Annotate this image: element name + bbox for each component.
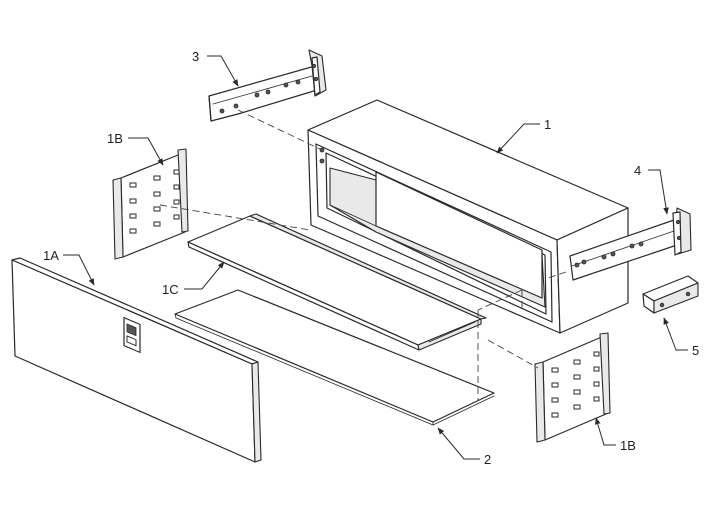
clip-part-5 bbox=[642, 275, 699, 314]
assembly-lines bbox=[159, 109, 567, 400]
callout-1a: 1A bbox=[43, 248, 95, 286]
main-box-part-1 bbox=[307, 99, 629, 334]
side-plate-part-1b-left bbox=[112, 148, 189, 260]
label-1a: 1A bbox=[43, 248, 59, 263]
label-1b-left: 1B bbox=[107, 131, 123, 146]
bracket-part-3 bbox=[208, 49, 327, 122]
callout-4: 4 bbox=[634, 163, 669, 215]
label-5: 5 bbox=[692, 343, 699, 358]
callout-1b-left: 1B bbox=[107, 131, 164, 166]
label-1: 1 bbox=[544, 117, 551, 132]
side-plate-part-1b-right bbox=[534, 332, 611, 443]
callout-3: 3 bbox=[192, 49, 239, 87]
shelf-part-1c bbox=[187, 213, 487, 351]
callout-1b-right: 1B bbox=[595, 417, 636, 453]
label-2: 2 bbox=[484, 452, 491, 467]
label-3: 3 bbox=[192, 49, 199, 64]
latch-icon bbox=[123, 316, 141, 354]
label-4: 4 bbox=[634, 163, 641, 178]
callout-1: 1 bbox=[496, 117, 551, 154]
callout-1c: 1C bbox=[162, 261, 225, 297]
bracket-part-4 bbox=[569, 207, 692, 281]
callout-5: 5 bbox=[663, 317, 699, 358]
floor-plate-part-2 bbox=[174, 289, 495, 426]
door-part-1a bbox=[11, 257, 262, 463]
callout-2: 2 bbox=[437, 427, 491, 467]
label-1c: 1C bbox=[162, 282, 179, 297]
label-1b-right: 1B bbox=[620, 438, 636, 453]
